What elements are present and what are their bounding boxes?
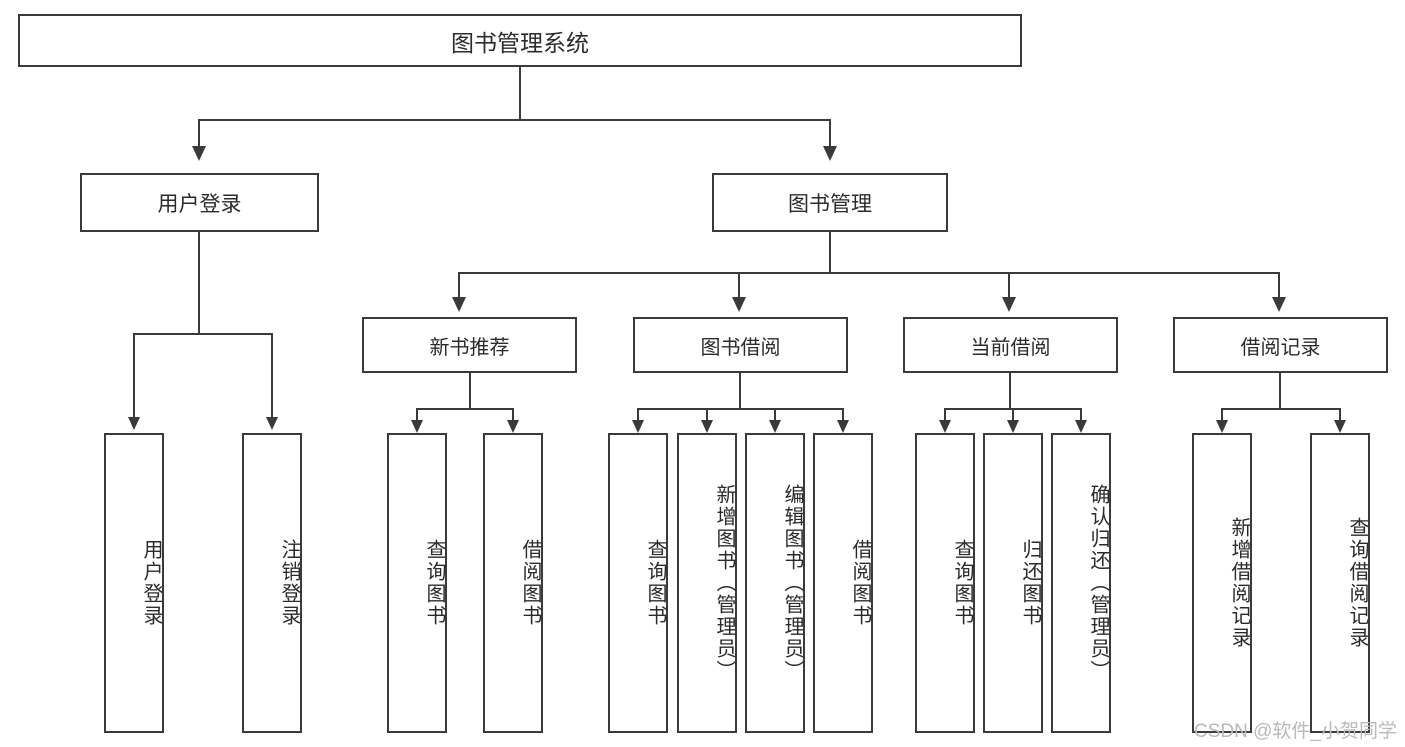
connector-book-borrow-bus (637, 408, 843, 410)
connector-book-borrow-to-leaf-3 (774, 408, 776, 422)
node-label: 当前借阅 (970, 336, 1051, 359)
connector-current-borrow-to-leaf-2 (1012, 408, 1014, 422)
node-label: 图书借阅 (700, 336, 781, 359)
leaf-query-book-borrow[interactable]: 查询图书 (608, 433, 668, 733)
connector-borrow-record-stem (1279, 373, 1281, 408)
connector-new-book-bus (416, 408, 513, 410)
connector-root-to-book-manage (829, 119, 831, 146)
watermark-text: CSDN @软件_小贺同学 (1194, 721, 1397, 742)
leaf-confirm-return-admin[interactable]: 确认归还（管理员） (1051, 433, 1111, 733)
connector-current-borrow-to-leaf-3 (1080, 408, 1082, 422)
node-current-borrow[interactable]: 当前借阅 (903, 317, 1118, 373)
connector-borrow-record-to-leaf-2 (1339, 408, 1341, 422)
node-label: 新增借阅记录 (1228, 517, 1250, 649)
arrow-down-icon (1216, 420, 1228, 433)
connector-borrow-record-to-leaf-1 (1221, 408, 1223, 422)
connector-user-login-stem (198, 232, 200, 333)
connector-to-book-borrow (738, 272, 740, 297)
leaf-return-book[interactable]: 归还图书 (983, 433, 1043, 733)
connector-new-book-stem (469, 373, 471, 408)
connector-to-current-borrow (1008, 272, 1010, 297)
connector-book-borrow-to-leaf-2 (706, 408, 708, 422)
connector-root-to-user-login (198, 119, 200, 146)
node-book-borrow[interactable]: 图书借阅 (633, 317, 848, 373)
leaf-borrow-book[interactable]: 借阅图书 (813, 433, 873, 733)
arrow-down-icon (1007, 420, 1019, 433)
connector-root-bus (198, 119, 831, 121)
arrow-down-icon (128, 417, 140, 430)
node-new-book-recommend[interactable]: 新书推荐 (362, 317, 577, 373)
node-label: 用户登录 (157, 192, 242, 216)
leaf-query-book-current[interactable]: 查询图书 (915, 433, 975, 733)
arrow-down-icon (732, 297, 746, 312)
arrow-down-icon (1002, 297, 1016, 312)
node-book-management[interactable]: 图书管理 (712, 173, 948, 232)
connector-book-borrow-to-leaf-1 (637, 408, 639, 422)
node-label: 新书推荐 (429, 336, 510, 359)
arrow-down-icon (1272, 297, 1286, 312)
node-label: 图书管理 (788, 192, 872, 216)
arrow-down-icon (769, 420, 781, 433)
arrow-down-icon (823, 146, 837, 161)
connector-book-manage-stem (829, 232, 831, 272)
connector-book-borrow-to-leaf-4 (842, 408, 844, 422)
connector-user-login-bus (133, 333, 272, 335)
node-label: 编辑图书（管理员） (781, 484, 803, 682)
connector-book-borrow-stem (739, 373, 741, 408)
node-label: 新增图书（管理员） (713, 484, 735, 682)
node-label: 借阅记录 (1240, 336, 1321, 359)
node-label: 借阅图书 (519, 539, 541, 627)
arrow-down-icon (939, 420, 951, 433)
leaf-edit-book-admin[interactable]: 编辑图书（管理员） (745, 433, 805, 733)
connector-new-book-to-leaf-1 (416, 408, 418, 422)
leaf-add-book-admin[interactable]: 新增图书（管理员） (677, 433, 737, 733)
node-root-system[interactable]: 图书管理系统 (18, 14, 1022, 67)
arrow-down-icon (452, 297, 466, 312)
node-label: 归还图书 (1019, 539, 1041, 627)
node-label: 用户登录 (140, 539, 162, 627)
node-label: 查询图书 (644, 539, 666, 627)
arrow-down-icon (1334, 420, 1346, 433)
node-label: 确认归还（管理员） (1087, 484, 1109, 682)
connector-borrow-record-bus (1221, 408, 1339, 410)
leaf-query-borrow-record[interactable]: 查询借阅记录 (1310, 433, 1370, 733)
arrow-down-icon (411, 420, 423, 433)
node-label: 图书管理系统 (451, 29, 589, 56)
connector-book-manage-bus (458, 272, 1280, 274)
node-label: 查询图书 (951, 539, 973, 627)
leaf-add-borrow-record[interactable]: 新增借阅记录 (1192, 433, 1252, 733)
arrow-down-icon (507, 420, 519, 433)
arrow-down-icon (837, 420, 849, 433)
node-label: 查询借阅记录 (1346, 517, 1368, 649)
leaf-borrow-book-recommend[interactable]: 借阅图书 (483, 433, 543, 733)
node-label: 借阅图书 (849, 539, 871, 627)
connector-new-book-to-leaf-2 (512, 408, 514, 422)
connector-to-borrow-record (1278, 272, 1280, 297)
arrow-down-icon (192, 146, 206, 161)
connector-root-stem (519, 67, 521, 119)
arrow-down-icon (701, 420, 713, 433)
connector-current-borrow-to-leaf-1 (944, 408, 946, 422)
leaf-user-login[interactable]: 用户登录 (104, 433, 164, 733)
node-borrow-record[interactable]: 借阅记录 (1173, 317, 1388, 373)
connector-user-login-to-leaf-2 (271, 333, 273, 417)
leaf-logout[interactable]: 注销登录 (242, 433, 302, 733)
arrow-down-icon (632, 420, 644, 433)
connector-to-new-book (458, 272, 460, 297)
arrow-down-icon (1075, 420, 1087, 433)
arrow-down-icon (266, 417, 278, 430)
node-user-login[interactable]: 用户登录 (80, 173, 319, 232)
node-label: 注销登录 (278, 539, 300, 627)
connector-current-borrow-stem (1009, 373, 1011, 408)
connector-user-login-to-leaf-1 (133, 333, 135, 417)
leaf-query-book-recommend[interactable]: 查询图书 (387, 433, 447, 733)
node-label: 查询图书 (423, 539, 445, 627)
